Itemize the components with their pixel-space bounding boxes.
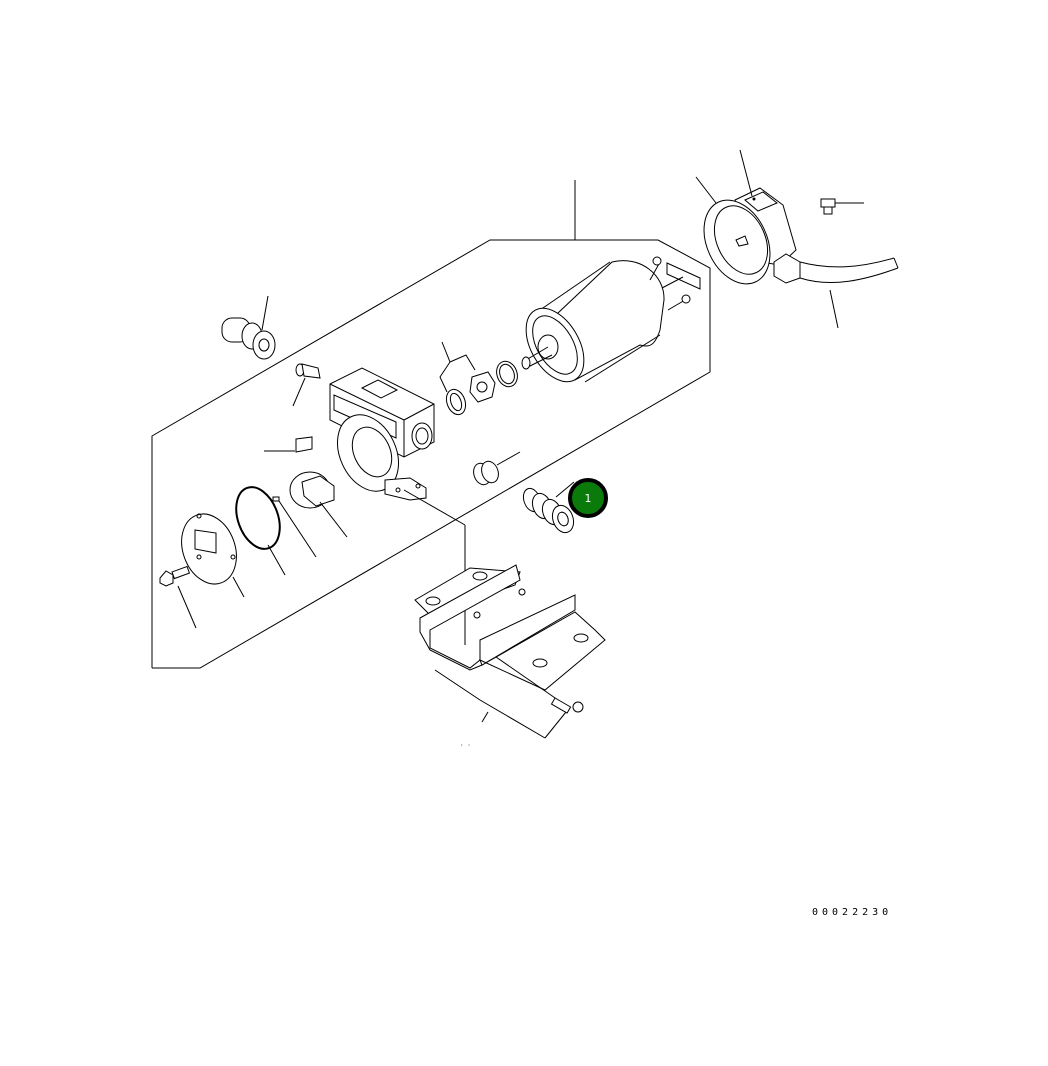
plug-fitting[interactable] [471, 451, 521, 487]
callout-badge-1[interactable]: 1 [568, 478, 608, 518]
mounting-bracket[interactable] [414, 564, 606, 739]
hose-fitting[interactable] [520, 481, 577, 536]
coupling[interactable] [289, 471, 348, 538]
key[interactable] [264, 436, 313, 453]
bracket-leader [403, 489, 466, 526]
fitting-upper-left[interactable] [221, 295, 276, 360]
cap-plug[interactable] [820, 198, 864, 215]
pin[interactable] [272, 496, 317, 558]
seal-washer-group[interactable] [439, 341, 521, 417]
o-ring[interactable] [228, 481, 287, 576]
assembly-outline [151, 180, 711, 669]
electric-motor[interactable] [514, 256, 701, 392]
drawing-number: 00022230 [812, 907, 893, 918]
spline-shaft[interactable] [292, 363, 321, 407]
cover-bolt[interactable] [159, 565, 197, 629]
faint-mark: · · [460, 742, 471, 749]
pump-housing[interactable] [326, 367, 435, 501]
cover-plate[interactable] [172, 506, 245, 598]
bracket-bolt[interactable] [495, 656, 584, 739]
gauge-with-hose[interactable] [691, 149, 899, 329]
